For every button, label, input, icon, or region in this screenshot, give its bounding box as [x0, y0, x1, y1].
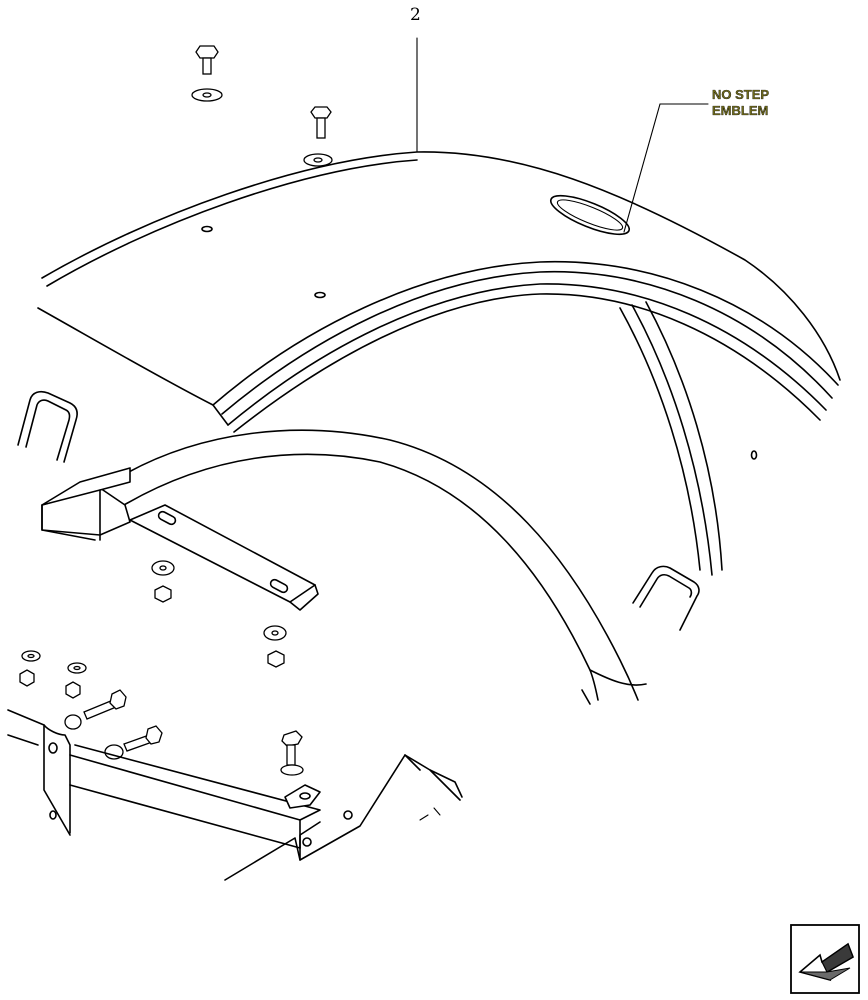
fender-panel — [37, 151, 841, 460]
emblem-label-line1: NO STEP — [712, 87, 769, 102]
washer — [21, 650, 41, 662]
washer — [263, 625, 287, 641]
fender-arch — [212, 260, 839, 576]
no-step-emblem — [549, 194, 631, 236]
bolt — [191, 45, 223, 102]
washer — [151, 560, 175, 576]
emblem-label-line2: EMBLEM — [712, 103, 768, 118]
bolt — [280, 730, 304, 776]
bolt — [104, 725, 163, 760]
emblem-leader-line — [623, 103, 709, 233]
arrow-back-icon[interactable] — [790, 924, 860, 994]
mounting-bracket — [41, 467, 319, 611]
frame-plate — [224, 754, 463, 881]
bolt — [303, 106, 333, 167]
nut — [267, 650, 285, 668]
callout-number: 2 — [410, 5, 421, 25]
u-bolt-rear — [632, 565, 700, 631]
nut — [154, 585, 172, 603]
bolt — [64, 689, 127, 730]
washer — [67, 662, 87, 674]
support-arm — [117, 429, 647, 705]
nut — [65, 681, 81, 699]
frame-bar — [7, 709, 321, 849]
nut — [19, 669, 35, 687]
u-bolt — [17, 390, 78, 463]
